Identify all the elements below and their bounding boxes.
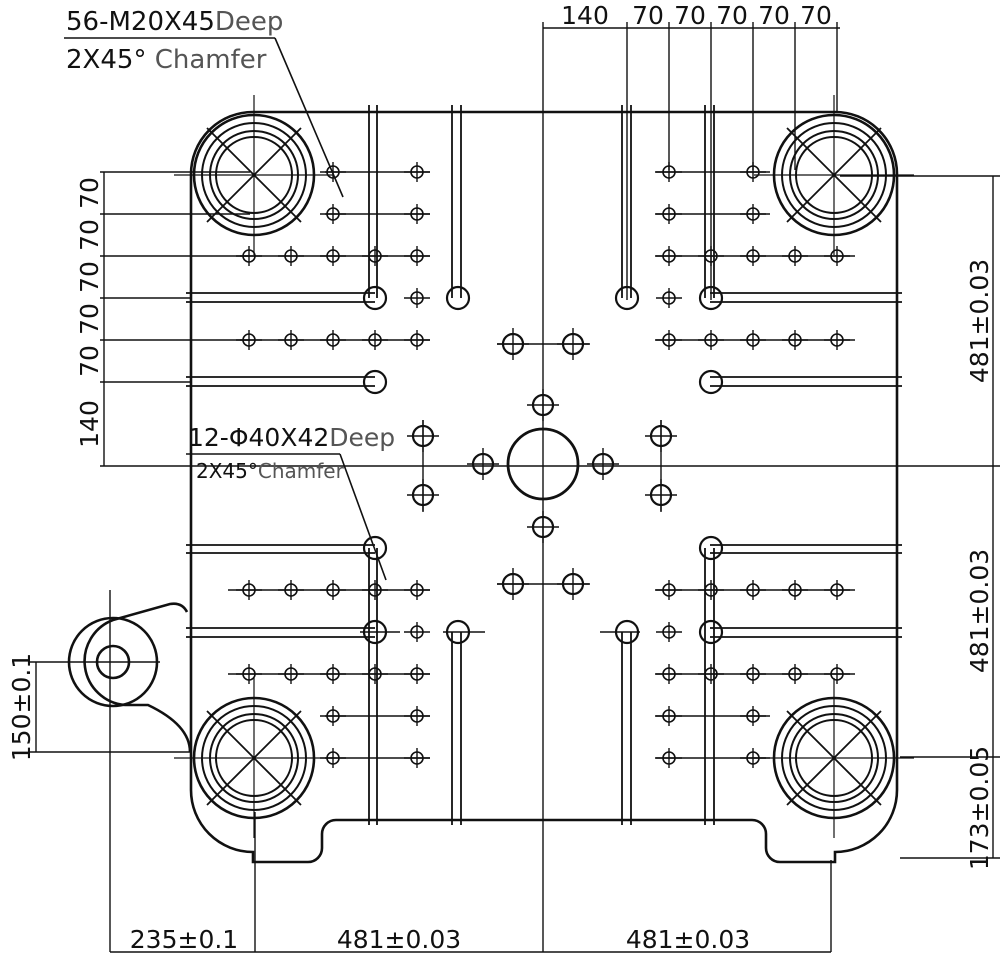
dim-bottom-2: 481±0.03 (337, 925, 461, 954)
center-hole (527, 389, 559, 421)
top-pitch-labels: 140 70 70 70 70 70 (561, 1, 832, 30)
dim-top-3: 70 (674, 1, 706, 30)
dim-right-bottom: 173±0.05 (965, 746, 994, 870)
bored-hole (698, 369, 724, 395)
bored-holes (360, 285, 724, 645)
dimension-lines (35, 27, 994, 953)
bored-hole-chamfer: 2X45°Chamfer (196, 459, 345, 483)
bored-hole (698, 619, 724, 645)
center-hole (527, 511, 559, 543)
bored-hole (362, 369, 388, 395)
bored-hole (698, 535, 724, 561)
guide-bushing (174, 95, 334, 255)
bored-hole (362, 285, 388, 311)
center-bore (506, 427, 580, 501)
plate-outline (189, 110, 899, 864)
bottom-dimension-labels: 235±0.1 481±0.03 481±0.03 (130, 925, 750, 954)
dim-left-3: 70 (75, 261, 104, 293)
tapped-hole (404, 622, 430, 642)
dim-top-6: 70 (800, 1, 832, 30)
center-features (407, 328, 677, 600)
bored-hole-spec: 12-Φ40X42Deep (188, 423, 395, 452)
dim-bottom-3: 481±0.03 (626, 925, 750, 954)
left-pitch-labels: 70 70 70 70 70 140 (75, 177, 104, 448)
bored-hole-callout: 12-Φ40X42Deep 2X45°Chamfer (186, 423, 395, 581)
tapped-hole (404, 288, 430, 308)
center-hole (587, 448, 619, 480)
dim-top-2: 70 (632, 1, 664, 30)
corner-bushings (174, 95, 914, 838)
guide-bushing (754, 678, 914, 838)
channel-lines (186, 105, 902, 825)
tapped-hole (656, 288, 682, 308)
dim-top-4: 70 (716, 1, 748, 30)
dim-left-4: 70 (75, 303, 104, 335)
dim-left-5: 70 (75, 345, 104, 377)
dim-right-lower: 481±0.03 (965, 549, 994, 673)
tapped-hole (656, 622, 682, 642)
bored-hole (698, 285, 724, 311)
center-hole (467, 448, 499, 480)
tapped-hole-chamfer: 2X45° Chamfer (66, 45, 267, 75)
guide-bushing (754, 95, 914, 255)
dim-bottom-1: 235±0.1 (130, 925, 238, 954)
dim-right-upper: 481±0.03 (965, 259, 994, 383)
tapped-hole-spec: 56-M20X45Deep (66, 7, 283, 37)
dim-top-5: 70 (758, 1, 790, 30)
tapped-hole-callout: 56-M20X45Deep 2X45° Chamfer (64, 7, 344, 198)
bored-hole (614, 285, 640, 311)
guide-bushing (174, 678, 334, 838)
dim-left-2: 70 (75, 219, 104, 251)
tapped-holes (228, 162, 855, 768)
right-dimension-labels: 481±0.03 481±0.03 173±0.05 (965, 259, 994, 870)
dim-left-6: 140 (75, 400, 104, 448)
center-lines (100, 22, 1000, 952)
dim-top-1: 140 (561, 1, 609, 30)
bored-hole (445, 285, 471, 311)
dim-left-offset: 150±0.1 (7, 653, 36, 761)
dim-left-1: 70 (75, 177, 104, 209)
bored-hole (362, 535, 388, 561)
